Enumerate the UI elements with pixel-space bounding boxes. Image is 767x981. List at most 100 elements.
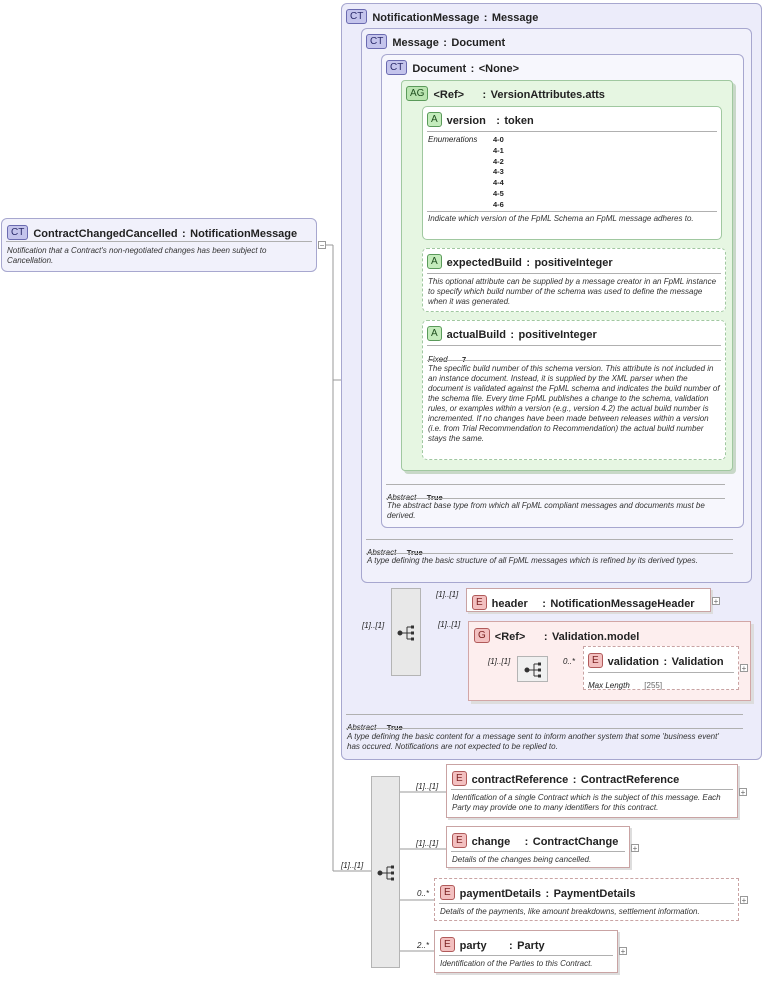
- cardinality: [1]..[1]: [416, 782, 439, 791]
- complex-type-icon: CT: [7, 225, 29, 241]
- message-base: Document: [451, 37, 506, 49]
- expand-toggle-icon[interactable]: +: [712, 597, 720, 606]
- cardinality: [1]..[1]: [488, 657, 511, 666]
- separator: :: [572, 774, 577, 786]
- cardinality: [1]..[1]: [436, 590, 459, 599]
- actual-build-doc: The specific build number of this schema…: [428, 364, 720, 443]
- root-doc: Notification that a Contract's non-negot…: [7, 246, 267, 265]
- divider: [346, 728, 743, 729]
- expected-build-type: positiveInteger: [534, 257, 613, 269]
- enum-value: 4-4: [493, 178, 504, 188]
- enum-value: 4-0: [493, 135, 504, 144]
- sequence-compositor[interactable]: [371, 776, 400, 968]
- collapse-toggle-icon[interactable]: −: [318, 241, 326, 250]
- cardinality: 2..*: [417, 941, 430, 950]
- message-doc: A type defining the basic structure of a…: [367, 556, 698, 565]
- change-doc: Details of the changes being cancelled.: [452, 855, 592, 864]
- element-icon: E: [452, 771, 467, 787]
- divider: [6, 241, 312, 242]
- payment-details-type: PaymentDetails: [553, 888, 636, 900]
- separator: :: [483, 12, 488, 24]
- divider: [427, 345, 721, 346]
- cardinality: [1]..[1]: [341, 861, 364, 870]
- attribute-icon: A: [427, 254, 442, 270]
- sequence-compositor[interactable]: [391, 588, 421, 676]
- expand-toggle-icon[interactable]: +: [631, 844, 639, 853]
- attribute-icon: A: [427, 326, 442, 342]
- divider: [451, 789, 733, 790]
- party-title: party: [459, 940, 487, 952]
- header-type: NotificationMessageHeader: [550, 598, 695, 610]
- sequence-icon: [524, 662, 541, 678]
- complex-type-icon: CT: [346, 9, 368, 25]
- root-title: ContractChangedCancelled: [33, 228, 178, 240]
- change-title: change: [471, 836, 511, 848]
- divider: [427, 360, 721, 361]
- element-icon: E: [440, 937, 455, 953]
- expand-toggle-icon[interactable]: +: [740, 896, 748, 905]
- divider: [386, 498, 725, 499]
- abstract-value: True: [407, 548, 423, 557]
- sequence-compositor[interactable]: [517, 656, 548, 682]
- divider: [386, 484, 725, 485]
- sequence-icon: [397, 625, 414, 641]
- cardinality: [1]..[1]: [438, 620, 461, 629]
- separator: :: [470, 63, 475, 75]
- enumerations-list: 4-0 4-1 4-2 4-3 4-4 4-5 4-6: [493, 135, 504, 211]
- cardinality: [1]..[1]: [362, 621, 385, 630]
- attribute-group-type: VersionAttributes.atts: [490, 89, 605, 101]
- expand-toggle-icon[interactable]: +: [619, 947, 627, 956]
- element-icon: E: [588, 653, 603, 669]
- attribute-icon: A: [427, 112, 442, 128]
- actual-build-title: actualBuild: [446, 329, 506, 341]
- enum-value: 4-5: [493, 188, 504, 198]
- separator: :: [482, 89, 487, 101]
- root-type: NotificationMessage: [190, 228, 298, 240]
- fixed-value: 7: [462, 355, 466, 364]
- ref-label: <Ref>: [433, 89, 465, 101]
- expand-toggle-icon[interactable]: +: [739, 788, 747, 797]
- divider: [451, 851, 625, 852]
- enum-value: 4-6: [493, 199, 504, 209]
- expected-build-title: expectedBuild: [446, 257, 522, 269]
- enum-value: 4-1: [493, 145, 504, 155]
- enum-value: 4-2: [493, 156, 504, 166]
- separator: :: [496, 115, 500, 127]
- separator: :: [542, 598, 546, 610]
- element-icon: E: [472, 595, 487, 611]
- abstract-value: True: [387, 723, 403, 732]
- version-title: version: [446, 115, 486, 127]
- document-base: <None>: [478, 63, 520, 75]
- element-icon: E: [452, 833, 467, 849]
- validation-type: Validation: [671, 656, 724, 668]
- abstract-value: True: [427, 493, 443, 502]
- document-title: Document: [412, 63, 467, 75]
- payment-details-title: paymentDetails: [459, 888, 541, 900]
- separator: :: [510, 329, 515, 341]
- divider: [427, 273, 721, 274]
- abstract-label: Abstract: [347, 723, 376, 732]
- divider: [439, 903, 734, 904]
- divider: [366, 539, 733, 540]
- cardinality: 0..*: [563, 657, 576, 666]
- expand-toggle-icon[interactable]: +: [740, 664, 748, 673]
- abstract-label: Abstract: [367, 548, 396, 557]
- notification-message-doc: A type defining the basic content for a …: [347, 732, 719, 751]
- message-title: Message: [392, 37, 439, 49]
- version-doc: Indicate which version of the FpML Schem…: [428, 214, 694, 223]
- version-type: token: [504, 115, 534, 127]
- divider: [427, 211, 717, 212]
- separator: :: [663, 656, 668, 668]
- group-icon: G: [474, 628, 490, 644]
- separator: :: [524, 836, 529, 848]
